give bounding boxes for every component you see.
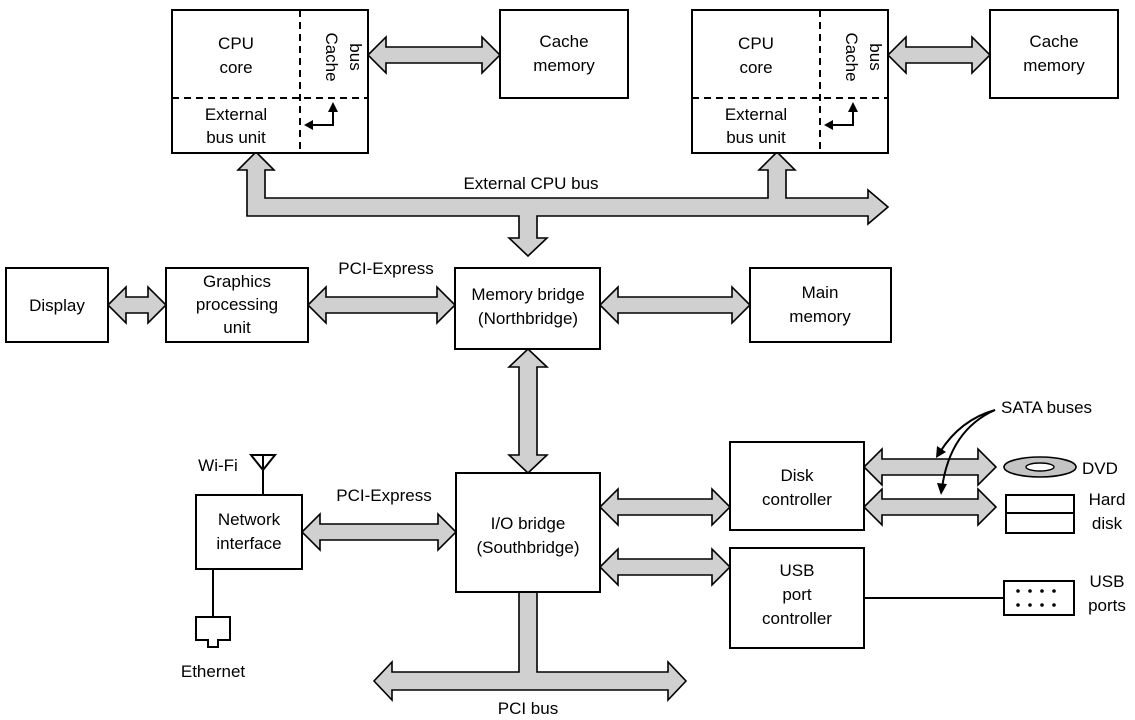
pcie-bottom-label: PCI-Express (336, 486, 431, 505)
disk-controller-line-1: Disk (780, 466, 814, 485)
usb-controller-line-2: port (782, 585, 812, 604)
cpu-right-cache-bus-line-2: bus (866, 43, 885, 70)
disk-controller-box (729, 441, 865, 531)
pci-bus-label: PCI bus (498, 699, 558, 718)
cache-memory-left-line-2: memory (533, 56, 595, 75)
wifi-label: Wi-Fi (198, 456, 238, 475)
pcie-bus-bottom (300, 512, 458, 552)
ethernet-connector-icon (195, 569, 231, 648)
display-gpu-bus (106, 285, 168, 325)
cpu-right-core-line-2: core (739, 58, 772, 77)
pcie-top-label: PCI-Express (338, 259, 433, 278)
usb-controller-bus (598, 547, 732, 587)
gpu-line-3: unit (223, 318, 251, 337)
gpu-box (165, 267, 309, 343)
northbridge-line-2: (Northbridge) (478, 309, 578, 328)
display-box (5, 267, 109, 343)
cpu-left-core-line-1: CPU (218, 34, 254, 53)
usb-ports-icon (1003, 580, 1075, 616)
disk-controller-line-2: controller (762, 490, 832, 509)
dvd-label: DVD (1082, 459, 1118, 478)
southbridge-line-2: (Southbridge) (476, 538, 579, 557)
cpu-right-ebu-line-2: bus unit (726, 128, 786, 147)
wifi-antenna-icon (248, 454, 278, 495)
cpu-left-core-line-2: core (219, 58, 252, 77)
usb-ports-line-2: ports (1088, 596, 1126, 615)
dvd-disc-icon (1003, 456, 1077, 478)
hard-disk-line-2: disk (1092, 514, 1123, 533)
cache-memory-right (989, 9, 1119, 99)
external-cpu-bus-label: External CPU bus (463, 174, 598, 193)
cache-memory-left-line-1: Cache (539, 32, 588, 51)
usb-ports-line-1: USB (1090, 572, 1125, 591)
cpu-right-core-line-1: CPU (738, 34, 774, 53)
southbridge-box (455, 472, 601, 593)
usb-controller-line-1: USB (780, 561, 815, 580)
gpu-line-2: processing (196, 295, 278, 314)
main-memory-box (749, 267, 892, 343)
network-line-2: interface (216, 534, 281, 553)
memory-bus (598, 285, 752, 325)
cpu-left-ebu-line-2: bus unit (206, 128, 266, 147)
sata-pointer-arrows (936, 409, 996, 495)
northbridge-box (454, 267, 601, 350)
ethernet-label: Ethernet (181, 662, 246, 681)
northbridge-line-1: Memory bridge (471, 285, 584, 304)
sata-buses-label: SATA buses (1001, 398, 1092, 417)
disk-controller-bus (598, 487, 732, 527)
hard-disk-line-1: Hard (1089, 490, 1126, 509)
northbridge-southbridge-bus (506, 347, 550, 475)
cpu-right: CPU core Cache bus External bus unit (691, 9, 889, 154)
cache-bus-arrow-left (366, 35, 502, 75)
main-memory-line-2: memory (789, 307, 851, 326)
cache-memory-left (499, 9, 629, 99)
usb-controller-box (729, 547, 865, 649)
southbridge-line-1: I/O bridge (491, 514, 566, 533)
usb-controller-line-3: controller (762, 609, 832, 628)
network-interface-box (195, 494, 303, 570)
cpu-right-ebu-line-1: External (725, 105, 787, 124)
sata-bus-hard-disk (862, 487, 998, 527)
cpu-left: CPU core Cache bus External bus unit (171, 9, 369, 154)
network-line-1: Network (218, 510, 281, 529)
cache-memory-right-line-1: Cache (1029, 32, 1078, 51)
sata-bus-dvd (862, 447, 998, 487)
cache-bus-arrow-right (886, 35, 992, 75)
hard-disk-icon (1005, 494, 1075, 534)
external-cpu-bus (236, 150, 890, 258)
gpu-line-1: Graphics (203, 272, 271, 291)
display-label: Display (29, 296, 85, 315)
pcie-bus-top (306, 285, 457, 325)
pci-bus (372, 591, 688, 703)
cpu-left-cache-bus-line-2: bus (346, 43, 365, 70)
cache-memory-right-line-2: memory (1023, 56, 1085, 75)
cpu-left-cache-bus-line-1: Cache (322, 32, 341, 81)
cpu-left-box (171, 9, 369, 154)
cpu-right-cache-bus-line-1: Cache (842, 32, 861, 81)
cpu-left-ebu-line-1: External (205, 105, 267, 124)
cpu-right-box (691, 9, 889, 154)
main-memory-line-1: Main (802, 283, 839, 302)
